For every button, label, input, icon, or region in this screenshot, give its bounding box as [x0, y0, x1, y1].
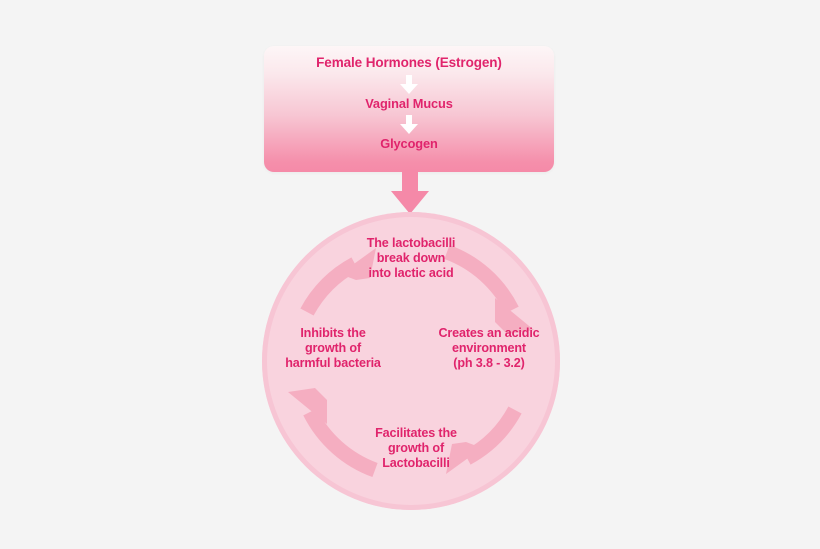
- cycle-node-bottom-line-2: growth of: [387, 441, 444, 456]
- cycle-node-top-line-3: into lactic acid: [368, 266, 454, 281]
- cycle-node-right-line-2: environment: [452, 341, 526, 356]
- cycle-arrows-group: [288, 244, 534, 478]
- hormone-pathway-panel: Female Hormones (Estrogen) Vaginal Mucus…: [264, 46, 554, 172]
- cycle-circle-background: [262, 212, 560, 510]
- cycle-node-top-line-1: The lactobacilli: [366, 236, 456, 250]
- panel-step-label-glycogen: Glycogen: [380, 135, 438, 151]
- panel-step-label-estrogen: Female Hormones (Estrogen): [316, 55, 502, 70]
- cycle-arrow-bottom-right: [446, 406, 522, 474]
- hormone-pathway-stack: Female Hormones (Estrogen) Vaginal Mucus…: [264, 46, 554, 172]
- cycle-node-top: The lactobacilli break down into lactic …: [331, 236, 491, 281]
- cycle-node-right-line-3: (ph 3.8 - 3.2): [453, 356, 525, 371]
- cycle-arrow-bottom-left: [288, 388, 378, 478]
- cycle-node-top-line-2: break down: [376, 251, 446, 266]
- cycle-arrow-top-right: [444, 244, 534, 334]
- cycle-node-bottom: Facilitates the growth of Lactobacilli: [340, 426, 492, 471]
- cycle-node-bottom-line-1: Facilitates the: [375, 426, 457, 440]
- arrow-down-icon-1: [400, 74, 418, 94]
- cycle-node-right-line-1: Creates an acidic: [438, 326, 540, 340]
- cycle-node-left-line-3: harmful bacteria: [285, 356, 381, 371]
- cycle-node-left-line-1: Inhibits the: [300, 326, 366, 340]
- cycle-node-right: Creates an acidic environment (ph 3.8 - …: [417, 326, 561, 371]
- panel-step-label-vaginal-mucus: Vaginal Mucus: [365, 95, 453, 111]
- cycle-node-bottom-line-3: Lactobacilli: [382, 456, 450, 471]
- arrow-down-icon-2: [400, 114, 418, 134]
- cycle-node-left: Inhibits the growth of harmful bacteria: [261, 326, 405, 371]
- cycle-arrow-top-left: [300, 248, 376, 316]
- cycle-node-left-line-2: growth of: [304, 341, 361, 356]
- connector-arrow-down-icon: [391, 170, 429, 214]
